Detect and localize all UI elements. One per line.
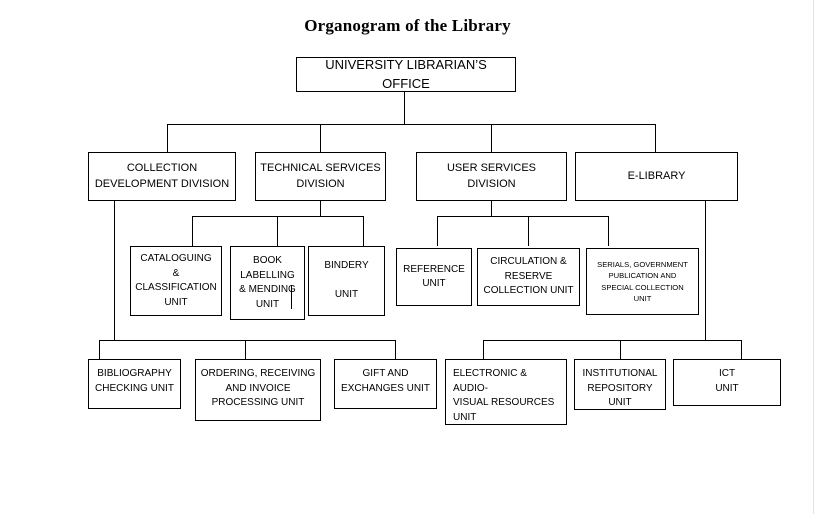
node-bibliography-checking-unit[interactable]: BIBLIOGRAPHY CHECKING UNIT [88, 359, 181, 409]
node-label: TECHNICAL SERVICES DIVISION [260, 161, 381, 190]
node-label: CATALOGUING & CLASSIFICATION UNIT [135, 253, 217, 308]
node-collection-development-division[interactable]: COLLECTION DEVELOPMENT DIVISION [88, 152, 236, 201]
connector-drop-bibliography [99, 340, 101, 359]
connector-user-services-stem [491, 201, 493, 217]
node-user-services-division[interactable]: USER SERVICES DIVISION [416, 152, 567, 201]
node-label: CIRCULATION & RESERVE COLLECTION UNIT [483, 256, 574, 297]
node-label: GIFT AND EXCHANGES UNIT [341, 368, 430, 394]
node-label: COLLECTION DEVELOPMENT DIVISION [94, 161, 230, 190]
connector-drop-ordering [245, 340, 247, 359]
connector-drop-gift-exchanges [395, 340, 397, 359]
node-label: BOOK LABELLING & MENDING UNIT [239, 255, 296, 310]
connector-drop-circulation [528, 216, 530, 246]
node-label: ELECTRONIC & AUDIO- VISUAL RESOURCES UNI… [453, 368, 555, 423]
connector-elibrary-stem [705, 201, 707, 341]
node-label: INSTITUTIONAL REPOSITORY UNIT [582, 368, 658, 408]
node-label: E-LIBRARY [627, 169, 686, 182]
connector-drop-serials [608, 216, 610, 246]
connector-technical-stem [320, 201, 322, 217]
connector-drop-electronic-av [483, 340, 485, 359]
connector-user-services-bus [437, 216, 609, 218]
node-label: ORDERING, RECEIVING AND INVOICE PROCESSI… [200, 368, 316, 408]
connector-drop-technical-services [320, 124, 322, 152]
node-label: SERIALS, GOVERNMENT PUBLICATION AND SPEC… [597, 259, 688, 303]
node-reference-unit[interactable]: REFERENCE UNIT [396, 248, 472, 306]
node-circulation-reserve-collection-unit[interactable]: CIRCULATION & RESERVE COLLECTION UNIT [477, 248, 580, 306]
node-elibrary-division[interactable]: E-LIBRARY [575, 152, 738, 201]
connector-drop-bindery [363, 216, 365, 246]
node-ordering-receiving-invoice-unit[interactable]: ORDERING, RECEIVING AND INVOICE PROCESSI… [195, 359, 321, 421]
node-ict-unit[interactable]: ICT UNIT [673, 359, 781, 406]
connector-drop-user-services [491, 124, 493, 152]
connector-collection-development-stem [114, 201, 116, 341]
node-institutional-repository-unit[interactable]: INSTITUTIONAL REPOSITORY UNIT [574, 359, 666, 410]
connector-division-bus [167, 124, 656, 126]
connector-drop-reference [437, 216, 439, 246]
node-book-labelling-mending-unit[interactable]: BOOK LABELLING & MENDING UNIT [230, 246, 305, 320]
connector-drop-book-labelling [277, 216, 279, 246]
node-label: REFERENCE UNIT [403, 263, 465, 290]
connector-collection-development-bus [99, 340, 396, 342]
node-technical-services-division[interactable]: TECHNICAL SERVICES DIVISION [255, 152, 386, 201]
node-label: ICT UNIT [715, 368, 739, 394]
node-label: BIBLIOGRAPHY CHECKING UNIT [95, 368, 174, 394]
connector-drop-institutional-repository [620, 340, 622, 359]
page-title: Organogram of the Library [304, 16, 511, 35]
connector-drop-ict [741, 340, 743, 359]
text-cursor-artifact [291, 285, 292, 309]
node-bindery-unit[interactable]: BINDERY UNIT [308, 246, 385, 316]
node-label: UNIVERSITY LIBRARIAN’S OFFICE [325, 56, 487, 91]
node-gift-exchanges-unit[interactable]: GIFT AND EXCHANGES UNIT [334, 359, 437, 409]
node-label: USER SERVICES DIVISION [446, 161, 537, 190]
connector-root-stem [404, 92, 406, 125]
node-cataloguing-classification-unit[interactable]: CATALOGUING & CLASSIFICATION UNIT [130, 246, 222, 316]
connector-elibrary-bus [483, 340, 742, 342]
page-edge-line [813, 0, 814, 514]
connector-drop-elibrary [655, 124, 657, 152]
connector-drop-cataloguing [192, 216, 194, 246]
node-label: BINDERY UNIT [324, 260, 369, 301]
node-electronic-audiovisual-resources-unit[interactable]: ELECTRONIC & AUDIO- VISUAL RESOURCES UNI… [445, 359, 567, 425]
node-serials-government-publication-unit[interactable]: SERIALS, GOVERNMENT PUBLICATION AND SPEC… [586, 248, 699, 315]
node-university-librarians-office[interactable]: UNIVERSITY LIBRARIAN’S OFFICE [296, 57, 516, 92]
connector-drop-collection-development [167, 124, 169, 152]
